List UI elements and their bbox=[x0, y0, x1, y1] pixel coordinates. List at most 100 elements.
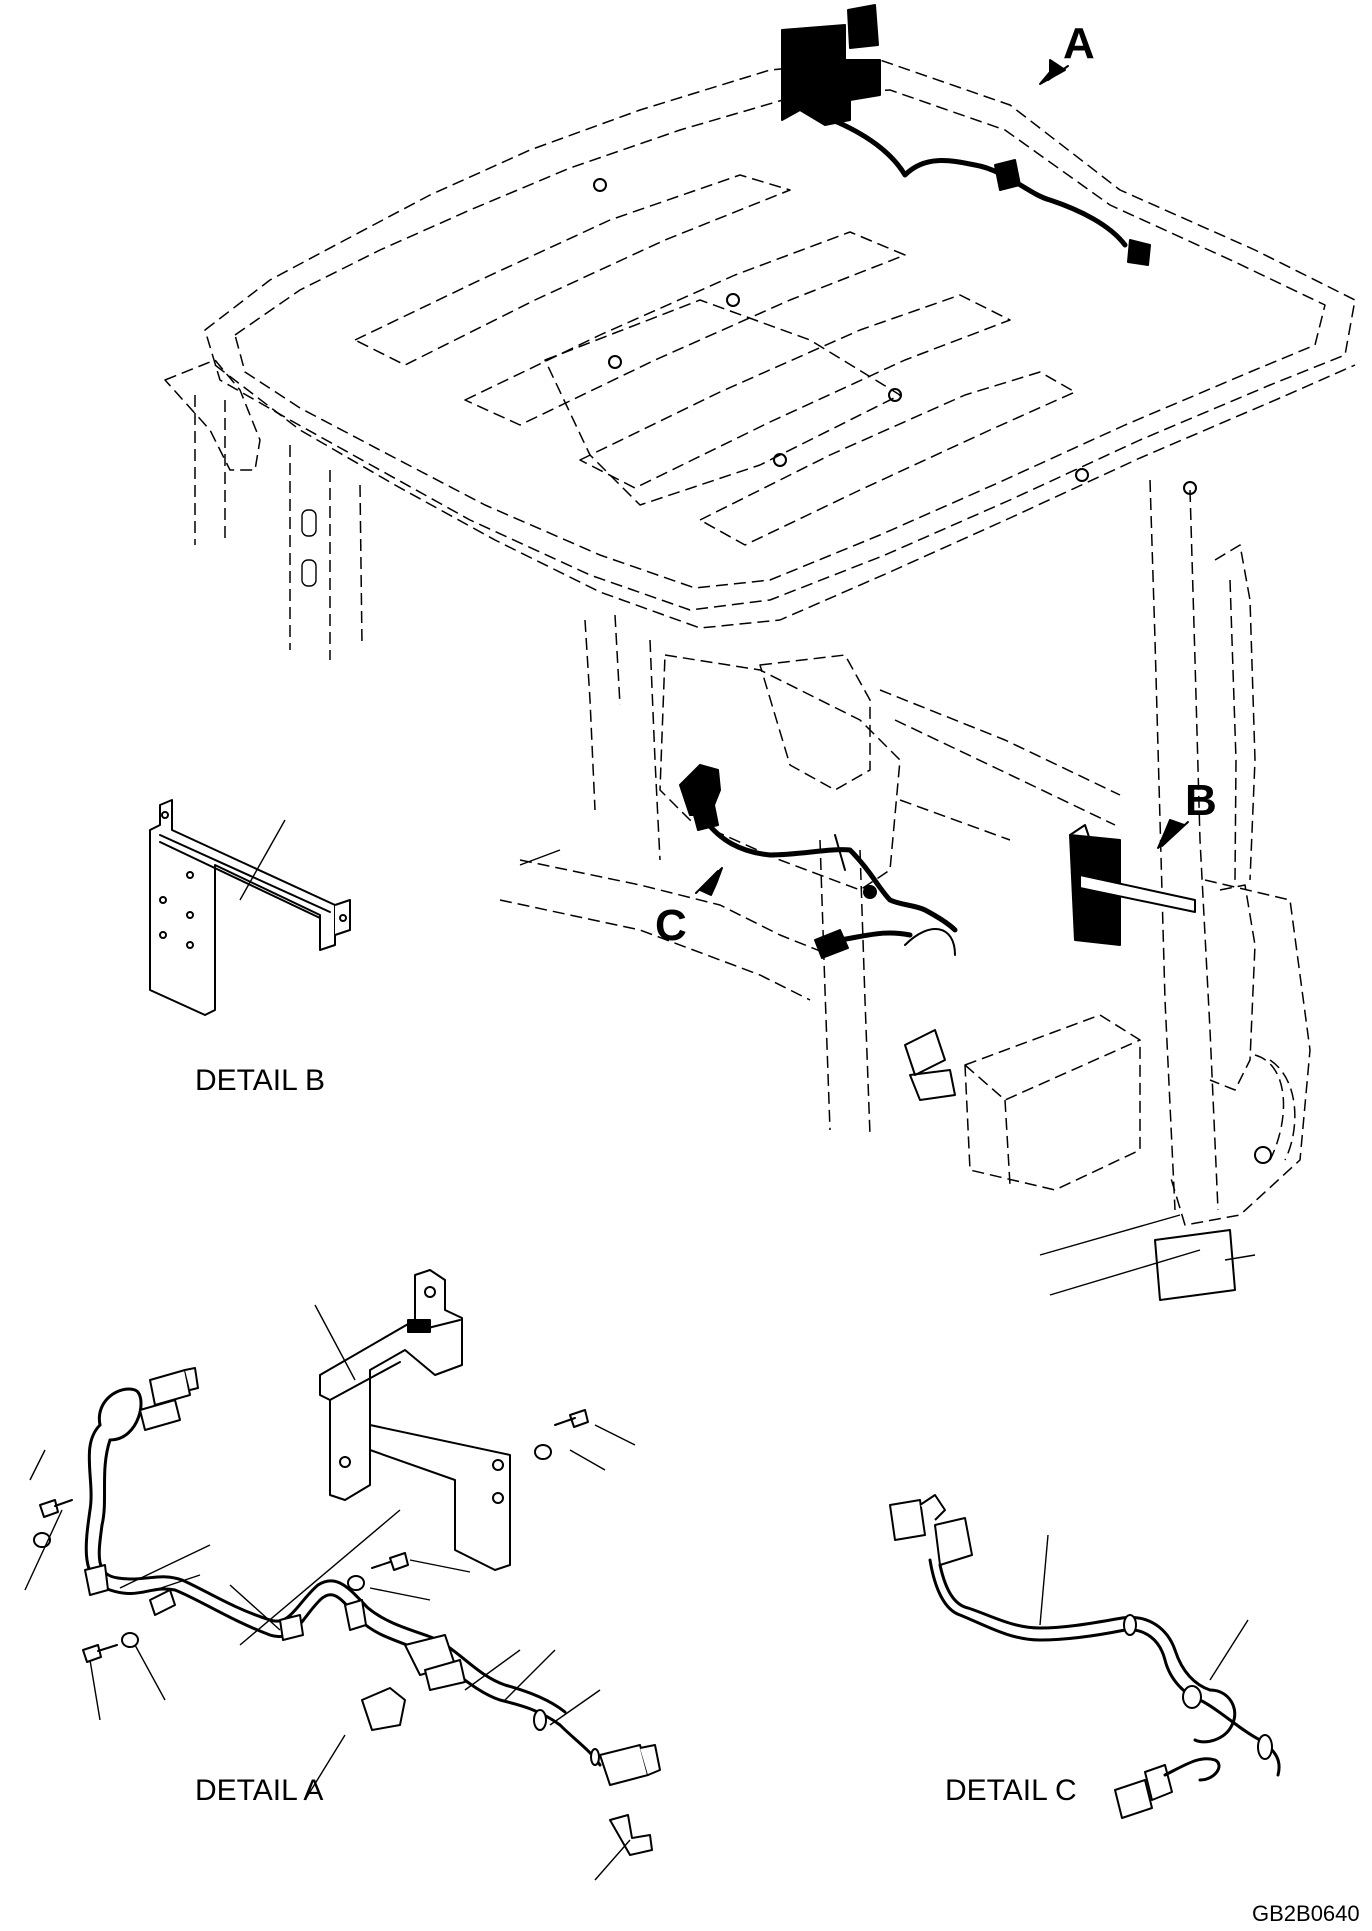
roof-bolt bbox=[593, 178, 607, 192]
rear-pillar-right bbox=[819, 839, 871, 1136]
harness-c-clip bbox=[834, 834, 846, 871]
pillar-bolt-slot bbox=[301, 559, 317, 587]
washer-icon bbox=[347, 1575, 365, 1591]
bolt-icon bbox=[554, 1409, 589, 1428]
callout-label-c: C bbox=[655, 901, 687, 950]
bracket-hole bbox=[424, 1286, 436, 1298]
bracket-hole bbox=[492, 1459, 504, 1471]
detail-a-harness-loop bbox=[97, 1387, 143, 1442]
roof-panel-1 bbox=[354, 174, 791, 366]
clip-icon bbox=[344, 1599, 367, 1631]
canopy-roof-inner bbox=[234, 89, 1326, 589]
right-front-pillar bbox=[1149, 479, 1219, 1211]
harness-a-wire bbox=[817, 112, 1128, 248]
right-pillar-cover bbox=[1209, 884, 1256, 1091]
wire-loop bbox=[904, 928, 956, 956]
frame-beam bbox=[879, 689, 1121, 841]
frame-clamp bbox=[904, 1029, 946, 1076]
clip-icon bbox=[84, 1564, 109, 1596]
detail-b-drawing bbox=[149, 799, 351, 1016]
frame-clamp bbox=[909, 1069, 956, 1101]
washer-icon bbox=[534, 1444, 552, 1460]
detail-c-connector-tail bbox=[919, 1494, 946, 1521]
detail-c-harness-2 bbox=[938, 1563, 1212, 1692]
bracket-switch bbox=[407, 1319, 431, 1333]
connector-icon bbox=[184, 1367, 199, 1391]
lower-crossmember bbox=[499, 859, 831, 1001]
connector-icon bbox=[149, 1369, 191, 1406]
detail-a-bracket bbox=[319, 1269, 511, 1571]
bracket-a-installed bbox=[781, 24, 881, 126]
bracket-b-tab bbox=[1069, 824, 1091, 841]
detail-c-leader bbox=[1039, 1534, 1249, 1681]
right-pillar-handrail bbox=[1214, 544, 1256, 881]
harness-c-tail bbox=[837, 930, 913, 943]
bolt-icon bbox=[39, 1499, 73, 1518]
rops-canopy-assembly bbox=[164, 59, 1356, 1301]
bracket-b-installed bbox=[1069, 824, 1196, 946]
clip-icon bbox=[279, 1614, 304, 1641]
bolt-icon bbox=[371, 1552, 409, 1571]
connector-icon bbox=[639, 1744, 661, 1776]
rear-pillar-left bbox=[584, 614, 661, 861]
hose-fitting bbox=[1254, 1146, 1272, 1164]
clip-icon bbox=[361, 1687, 406, 1731]
detail-a-harness bbox=[84, 1423, 602, 1767]
roof-bolt bbox=[773, 453, 787, 467]
canopy-roof-outline bbox=[204, 59, 1356, 611]
roof-panel-4 bbox=[699, 371, 1076, 546]
callout-arrow-icon bbox=[1157, 819, 1185, 849]
grommet-icon bbox=[590, 1748, 600, 1766]
detail-c-caption: DETAIL C bbox=[945, 1774, 1077, 1807]
drawing-code: GB2B0640 bbox=[1252, 1901, 1360, 1926]
harness-c-wire bbox=[702, 817, 958, 933]
harness-a-end bbox=[1127, 239, 1151, 266]
detail-a-drawing bbox=[24, 1269, 661, 1881]
bracket-a-plate bbox=[847, 4, 879, 49]
detail-a-caption: DETAIL A bbox=[195, 1774, 323, 1807]
right-pillar-base bbox=[1169, 879, 1311, 1226]
bracket-hole bbox=[186, 941, 194, 949]
left-corner-bracket bbox=[164, 359, 261, 471]
callout-arrows bbox=[695, 59, 1189, 896]
grommet-icon bbox=[1123, 1614, 1137, 1636]
clip-icon bbox=[609, 1814, 653, 1856]
roof-bolt bbox=[608, 355, 622, 369]
connector-icon bbox=[889, 1499, 926, 1541]
connector-icon bbox=[599, 1744, 649, 1786]
detail-c-harness bbox=[928, 1558, 1281, 1777]
roof-bolt bbox=[888, 388, 902, 402]
detail-c-tail-wire bbox=[1163, 1757, 1221, 1782]
bracket-hole bbox=[186, 911, 194, 919]
rear-hose bbox=[1254, 1054, 1296, 1161]
connector-icon bbox=[934, 1517, 973, 1566]
harness-c-clamp bbox=[863, 885, 877, 899]
grommet-icon bbox=[533, 1709, 547, 1731]
detail-a-harness-2 bbox=[97, 1438, 567, 1714]
callout-arrow-icon bbox=[695, 870, 719, 894]
pillar-foot bbox=[1154, 1229, 1236, 1301]
roof-panel-3 bbox=[579, 294, 1011, 489]
seat-mount-bracket bbox=[759, 654, 871, 791]
callout-arrow-icon bbox=[699, 867, 723, 896]
detail-b-tab bbox=[334, 899, 351, 936]
detail-b-bracket-fold bbox=[159, 834, 331, 919]
bracket-hole bbox=[339, 914, 347, 922]
bracket-hole bbox=[159, 931, 167, 939]
harness-c-end bbox=[814, 929, 849, 959]
roof-panel-2 bbox=[464, 231, 906, 426]
detail-c-harness-loop bbox=[1193, 1688, 1237, 1744]
left-pillar-inner bbox=[289, 445, 363, 660]
left-pillar-outer bbox=[194, 395, 226, 545]
roof-center-panel bbox=[544, 299, 901, 506]
bracket-hole bbox=[161, 811, 169, 819]
floor-lines bbox=[519, 849, 1256, 1296]
harness-c-connector-2 bbox=[689, 794, 719, 831]
callout-arrow-icon bbox=[1047, 65, 1069, 81]
harness-c-installed bbox=[679, 764, 958, 959]
roof-bolt bbox=[1075, 468, 1089, 482]
grommet-icon bbox=[1257, 1734, 1273, 1760]
callout-label-b: B bbox=[1185, 776, 1217, 825]
